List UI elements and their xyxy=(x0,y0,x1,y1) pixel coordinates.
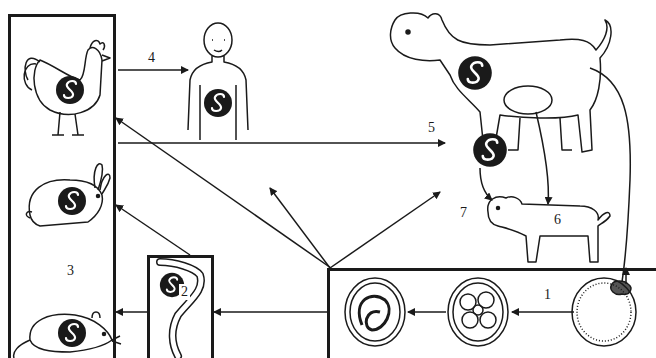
callout-number: 6 xyxy=(552,212,563,228)
host-frame: 3 xyxy=(8,14,116,358)
host-frame: 2 xyxy=(147,255,214,358)
transmission-arrow xyxy=(116,311,147,313)
transmission-arrow xyxy=(116,205,190,255)
callout-number: 7 xyxy=(458,205,469,221)
transmission-arrow xyxy=(214,311,327,313)
transmission-arrow xyxy=(116,118,331,268)
callout-number: 3 xyxy=(65,263,76,279)
callout-number: 1 xyxy=(542,287,553,303)
callout-number: 5 xyxy=(426,120,437,136)
host-frame: 1 xyxy=(327,268,656,358)
callout-number: 4 xyxy=(146,50,157,66)
callout-number: 2 xyxy=(179,284,190,300)
